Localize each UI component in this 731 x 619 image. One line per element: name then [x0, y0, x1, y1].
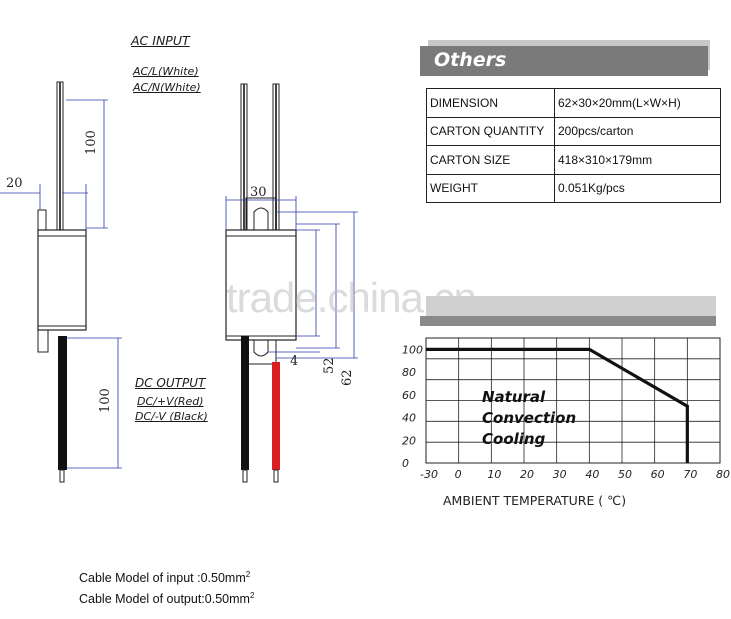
table-row: DIMENSION 62×30×20mm(L×W×H) — [426, 88, 721, 118]
mechanical-drawing — [0, 81, 358, 483]
others-title: Others — [434, 49, 507, 71]
x-tick-label: 0 — [455, 468, 462, 481]
y-tick-label: 0 — [402, 457, 409, 470]
derating-chart: -30 0 10 20 30 40 50 60 70 80 0 20 40 60 80 100NaturalC… — [402, 337, 730, 508]
y-tick-label: 20 — [402, 434, 416, 447]
y-tick-label: 60 — [402, 389, 416, 402]
ac-l-label: AC/L(White) — [133, 65, 199, 78]
ac-input-title: AC INPUT — [131, 33, 190, 48]
cable-input-note: Cable Model of input :0.50mm2 — [79, 570, 250, 585]
y-tick-label: 80 — [402, 366, 416, 379]
annotation-text: Natural — [482, 388, 546, 406]
dc-positive-label: DC/+V(Red) — [137, 395, 204, 408]
dim-4: 4 — [290, 354, 299, 369]
cable-output-superscript: 2 — [249, 591, 255, 600]
y-tick-label: 40 — [402, 412, 416, 425]
x-tick-label: 40 — [585, 468, 599, 481]
table-row: CARTON SIZE 418×310×179mm — [426, 145, 721, 175]
spec-label: DIMENSION — [426, 88, 555, 118]
x-axis-label: AMBIENT TEMPERATURE ( ℃) — [443, 493, 626, 508]
spec-label: CARTON QUANTITY — [426, 116, 555, 146]
dim-52: 52 — [322, 357, 337, 374]
module-front-view — [225, 83, 358, 483]
spec-value: 0.051Kg/pcs — [554, 173, 721, 203]
ac-n-label: AC/N(White) — [133, 81, 201, 94]
cable-output-note: Cable Model of output:0.50mm2 — [79, 591, 254, 606]
x-tick-label: -30 — [420, 468, 438, 481]
dim-100-bottom: 100 — [98, 388, 113, 413]
cable-output-label: Cable Model of output:0.50mm — [79, 592, 250, 607]
cable-input-label: Cable Model of input :0.50mm — [79, 571, 246, 586]
annotation-text: Cooling — [482, 430, 546, 448]
module-side-view — [0, 81, 122, 483]
chart-banner — [420, 296, 720, 330]
annotation-text: Convection — [482, 409, 576, 427]
y-tick-label: 100 — [402, 343, 423, 356]
dim-30: 30 — [250, 185, 267, 200]
dc-negative-label: DC/-V (Black) — [135, 410, 208, 423]
spec-label: WEIGHT — [426, 173, 555, 203]
table-row: CARTON QUANTITY 200pcs/carton — [426, 116, 721, 146]
spec-value: 62×30×20mm(L×W×H) — [554, 88, 721, 118]
dim-20: 20 — [6, 176, 23, 191]
derating-curve — [426, 347, 689, 463]
x-tick-label: 70 — [683, 468, 697, 481]
spec-label: CARTON SIZE — [426, 145, 555, 175]
table-row: WEIGHT 0.051Kg/pcs — [426, 173, 721, 203]
spec-value: 418×310×179mm — [554, 145, 721, 175]
dim-100-top: 100 — [84, 130, 99, 155]
x-tick-label: 30 — [553, 468, 567, 481]
x-tick-label: 20 — [520, 468, 534, 481]
others-banner: Others — [420, 40, 710, 76]
spec-value: 200pcs/carton — [554, 116, 721, 146]
specs-table: DIMENSION 62×30×20mm(L×W×H) CARTON QUANT… — [426, 88, 721, 203]
dim-62: 62 — [340, 369, 355, 386]
x-tick-label: 10 — [487, 468, 501, 481]
cable-input-superscript: 2 — [245, 570, 251, 579]
dc-output-title: DC OUTPUT — [135, 376, 206, 390]
x-tick-label: 50 — [618, 468, 632, 481]
x-tick-label: 60 — [651, 468, 665, 481]
x-tick-label: 80 — [716, 468, 730, 481]
